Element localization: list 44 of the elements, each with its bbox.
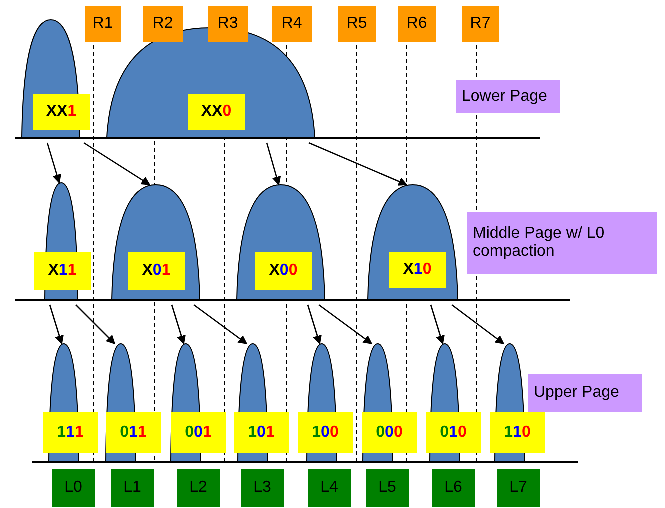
arrow [46, 142, 62, 184]
state-level-label: L4 [308, 469, 351, 507]
state-label: 000 [362, 412, 417, 453]
read-level-label: R7 [462, 6, 499, 42]
read-level-label: R2 [143, 6, 183, 42]
arrow [318, 304, 373, 345]
state-level-label: L2 [177, 469, 220, 507]
state-label: XX1 [33, 94, 90, 130]
state-label: 001 [171, 412, 226, 453]
read-level-label: R4 [272, 6, 312, 42]
state-level-label: L6 [432, 469, 475, 507]
state-label: X11 [34, 252, 91, 290]
arrow [452, 304, 505, 345]
state-label: X10 [389, 252, 446, 288]
arrow [430, 304, 445, 345]
page-label: Lower Page [456, 80, 560, 113]
state-label: X00 [255, 252, 312, 290]
state-label: XX0 [188, 94, 245, 130]
read-level-label: R5 [338, 6, 376, 42]
arrow [307, 304, 322, 345]
state-level-label: L0 [52, 469, 95, 507]
read-level-label: R6 [398, 6, 436, 42]
state-level-label: L3 [241, 469, 284, 507]
state-label: X01 [128, 252, 185, 290]
state-label: 110 [490, 412, 545, 453]
state-level-label: L1 [111, 469, 154, 507]
state-label: 011 [106, 412, 161, 453]
state-level-label: L7 [497, 469, 540, 507]
state-level-label: L5 [366, 469, 409, 507]
page-label: Middle Page w/ L0 compaction [467, 212, 657, 274]
arrow [84, 142, 151, 186]
page-label: Upper Page [528, 374, 642, 412]
state-label: 101 [234, 412, 289, 453]
state-label: 010 [426, 412, 481, 453]
arrow [266, 142, 282, 186]
read-level-label: R1 [85, 6, 121, 42]
arrow [76, 304, 116, 345]
arrow [171, 304, 186, 345]
arrow [308, 142, 408, 186]
arrow [194, 304, 248, 345]
read-level-label: R3 [208, 6, 248, 42]
state-label: 111 [43, 412, 98, 453]
arrow [49, 304, 64, 345]
state-label: 100 [298, 412, 353, 453]
